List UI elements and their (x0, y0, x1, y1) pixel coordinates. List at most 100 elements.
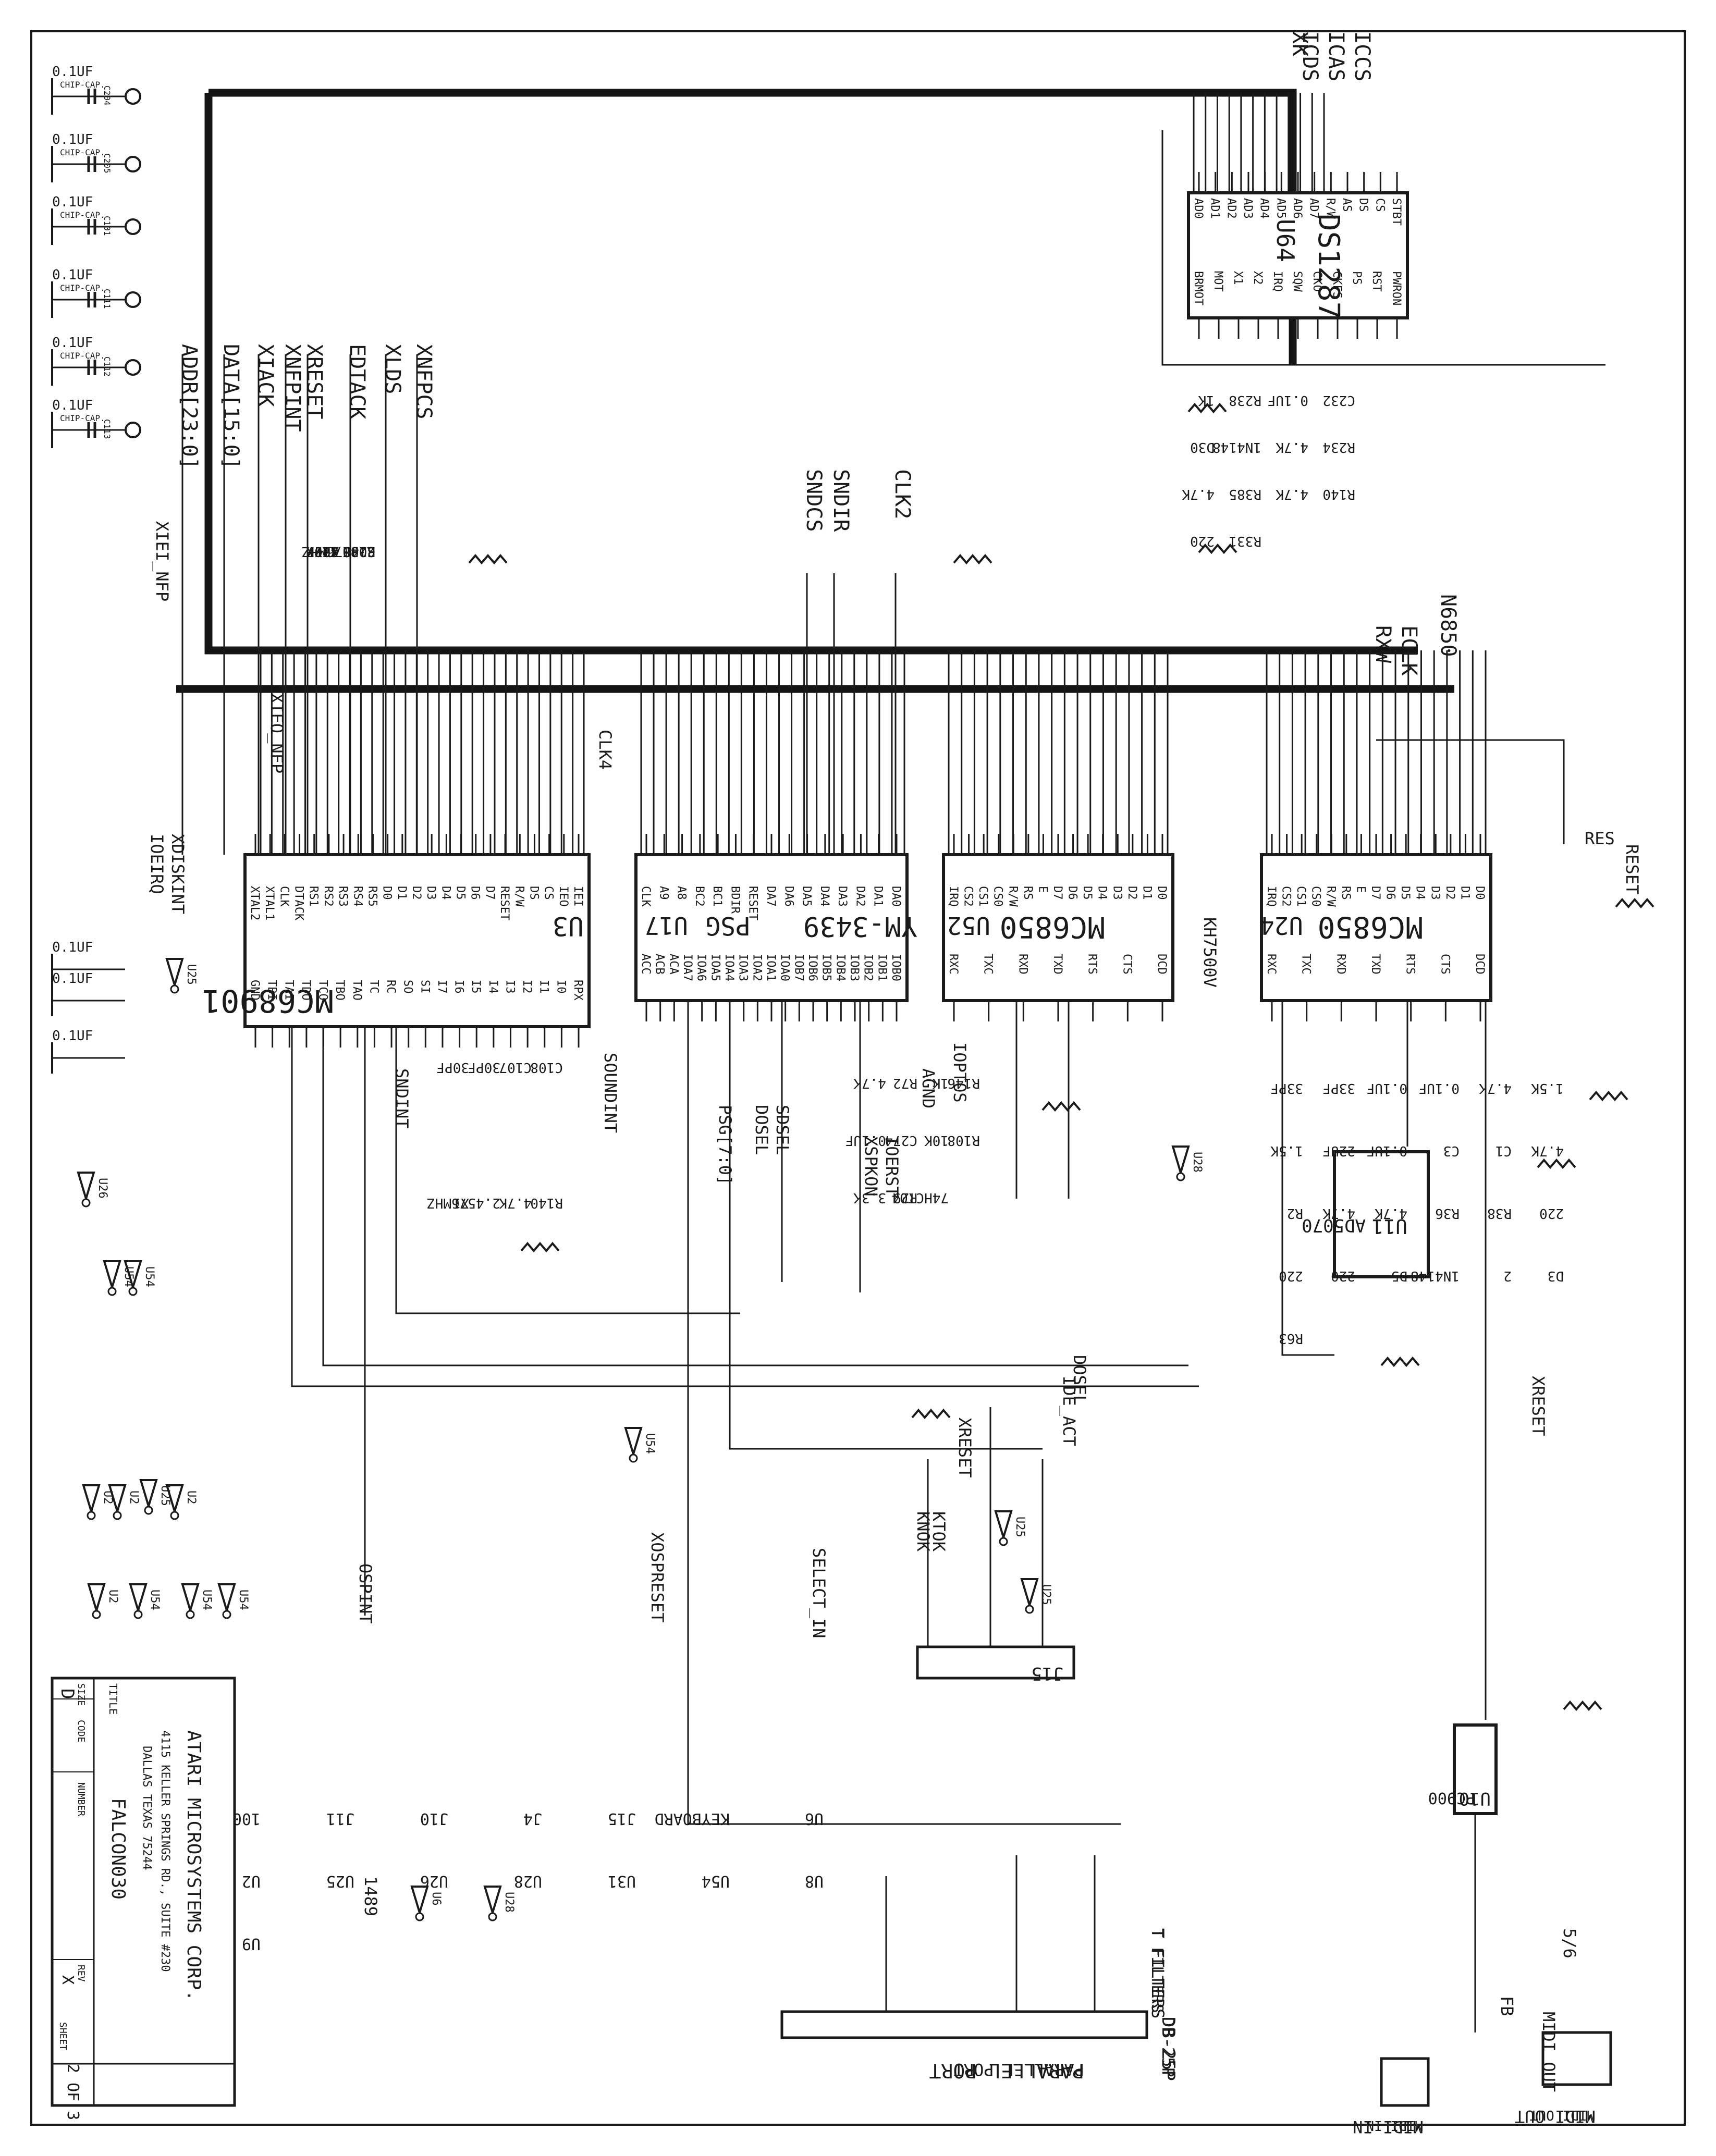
pin-label: CS0 (991, 886, 1004, 907)
pin-label: IOB5 (820, 954, 833, 981)
pin-label: RXD (1334, 954, 1347, 975)
signal-edtack: EDTACK (345, 344, 369, 420)
misc-label: J10 (420, 1809, 448, 1828)
pin-label: A8 (675, 886, 688, 900)
right-area-label: 22UF (1322, 1143, 1355, 1159)
title-sheet-of: 2 OF 3 (64, 2064, 82, 2120)
keyboard-connector: J15 (916, 1645, 1075, 1684)
pin-label: CS (542, 886, 555, 900)
misc-label: U9 (242, 1935, 261, 1953)
signal-eclk: ECLK (1397, 625, 1421, 675)
pin-label: TBO (333, 980, 346, 1001)
pin-label: CS (1373, 198, 1386, 212)
side-signal: RES (1585, 829, 1615, 848)
pin-label: IEO (557, 886, 570, 907)
pin-label: TXC (1300, 954, 1313, 975)
pin-label: RTS (1404, 954, 1417, 975)
cap-value: 0.1UF (52, 64, 93, 80)
right-area-label: D3 (1548, 1268, 1564, 1284)
db25-label: DB-25P (1158, 2017, 1179, 2081)
pin-label: RXC (1265, 954, 1278, 975)
pin-label: DCD (1473, 954, 1486, 975)
pin-label: D0 (381, 886, 394, 900)
pin-label: STBT (1390, 198, 1403, 226)
side-signal: SNDINT (392, 1068, 412, 1129)
rtc-area-label: 4.7K (1182, 486, 1215, 502)
pin-label: D5 (1081, 886, 1094, 900)
pin-label: R/W (1324, 886, 1337, 907)
right-area-label: R2 (1287, 1205, 1303, 1221)
signal-addr-bus: ADDR[23:0] (177, 344, 201, 470)
mfp-area-label: 2.4576MHZ (302, 544, 375, 559)
pin-label: D2 (1125, 886, 1138, 900)
pin-label: RPX (571, 980, 584, 1001)
pin-label: DTACK (292, 886, 305, 921)
pin-label: D1 (395, 886, 408, 900)
pin-label: RS1 (307, 886, 320, 907)
right-area-label: 4.7K (1375, 1205, 1407, 1221)
pin-label: D5 (454, 886, 467, 900)
side-signal: AGND (918, 1068, 938, 1108)
pin-label: RS3 (336, 886, 349, 907)
cap-ref: C111 (102, 289, 112, 309)
mfp-osc-label: X1 (453, 1195, 469, 1211)
side-signal: IOPTOS (950, 1042, 970, 1103)
rtc-area-label: C232 (1322, 392, 1355, 408)
pin-label: IOB1 (875, 954, 888, 981)
gate-ref: U54 (643, 1433, 656, 1454)
pin-label: DA0 (889, 886, 902, 907)
side-signal: DOSEL (752, 1105, 771, 1155)
side-signal: OSPINT (356, 1563, 375, 1624)
midi-out-label: MIDI OUT (1529, 2107, 1595, 2123)
side-signal: XRESET (1528, 1376, 1548, 1436)
opto-part: PC900 (1428, 1789, 1475, 1807)
pin-label: D5 (1399, 886, 1412, 900)
right-area-label: 33PF (1270, 1080, 1303, 1096)
psg-area-label: C274 (885, 1132, 917, 1148)
mfp-osc-label: 4.7K (499, 1195, 532, 1211)
misc-label: U28 (514, 1872, 542, 1890)
right-area-label: 220 (1279, 1268, 1303, 1284)
psg-area-label: 3.3K (853, 1190, 886, 1205)
psg-area-label: R146 (947, 1075, 980, 1091)
right-area-label: C1 (1496, 1143, 1512, 1159)
mfp-area-label: 30PF (306, 544, 339, 559)
pin-label: ACC (639, 954, 652, 975)
sheet-border (30, 30, 1686, 2126)
acia2-chip: MC6850 U24 D0D1D2D3D4D5D6D7ERSR/WCS0CS1C… (1260, 834, 1492, 1021)
rtc-area-label: R234 (1322, 439, 1355, 455)
cap-ref: C205 (102, 153, 112, 174)
pin-label: D7 (1051, 886, 1064, 900)
acia2-ref: U24 (1260, 911, 1303, 940)
pin-label: D6 (1066, 886, 1079, 900)
signal-n6850: N6850 (1436, 594, 1460, 657)
pin-label: RST (1370, 271, 1383, 292)
pin-label: IOB4 (834, 954, 847, 981)
pin-label: AD0 (1192, 198, 1205, 219)
midi-in-label: MIDI IN (1366, 2117, 1423, 2133)
right-area-label: 1.5K (1270, 1143, 1303, 1159)
mfp-area-label: C108 (342, 544, 375, 559)
mfp-area-label: 30PF (342, 544, 375, 559)
gate-ref: U25 (1039, 1584, 1052, 1605)
title-size-label: SIZE (76, 1683, 87, 1706)
gate-ref: U26 (96, 1178, 109, 1199)
psg-area-label: R108 (947, 1132, 980, 1148)
cap-ref: C112 (102, 356, 112, 377)
side-signal: XIEI_NFP (152, 521, 172, 601)
mfp-pins-left: IEIIEOCSDSR/WRESETD7D6D5D4D3D2D1D0RS5RS4… (248, 834, 584, 921)
gate-ref: U6 (430, 1892, 443, 1906)
pin-label: IRQ (1271, 271, 1284, 292)
pin-label: DS (527, 886, 540, 900)
pin-label: SQW (1291, 271, 1304, 292)
pin-label: RS (1021, 886, 1034, 900)
mfp-osc-label: C107 (499, 1059, 532, 1075)
title-block: ATARI MICROSYSTEMS CORP. 4115 KELLER SPR… (51, 1677, 236, 2120)
pin-label: DA2 (853, 886, 866, 907)
pin-label: D1 (1458, 886, 1471, 900)
mfp-osc-label: 2.4576MHZ (427, 1195, 500, 1211)
pin-label: D7 (1369, 886, 1382, 900)
